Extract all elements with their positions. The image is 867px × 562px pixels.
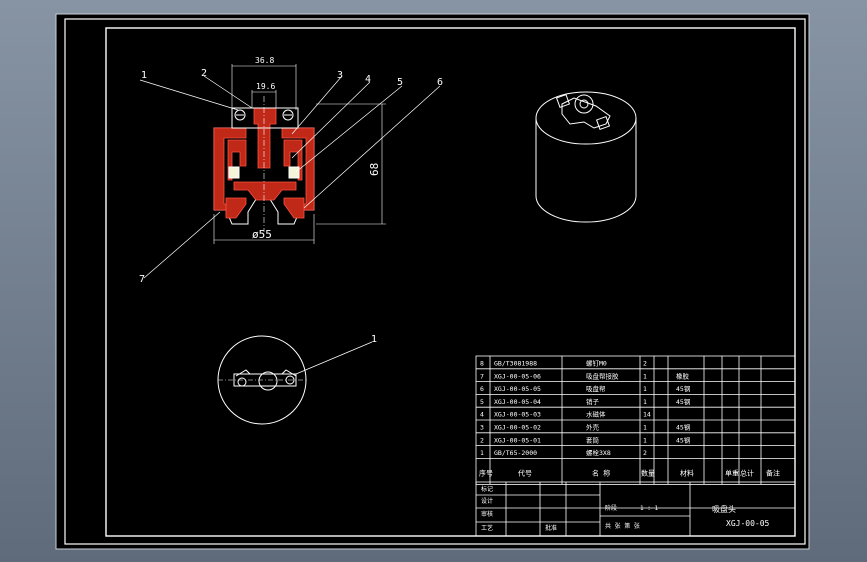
bom-header-no: 序号: [479, 468, 493, 477]
dim-width-top: 36.8: [255, 56, 274, 65]
title-block-labels: 标记 设计 审核 工艺 批准 阶段 1 : 1 共 张 第 张 吸盘头 XGJ-…: [481, 485, 770, 532]
bom-row-no: 8: [480, 360, 484, 368]
bom-row-code: XGJ-00-05-06: [494, 372, 541, 380]
bom-row-qty: 14: [643, 411, 651, 419]
dimension-labels: 36.8 19.6 68 ø55: [252, 56, 381, 241]
drawing-canvas: [55, 13, 810, 550]
bom-row-name: 吸盘帮: [586, 384, 606, 393]
bom-row-material: 45钢: [676, 424, 691, 432]
callout-7: 7: [139, 274, 145, 285]
bom-row-material: 橡胶: [676, 371, 690, 380]
dim-diameter: ø55: [252, 228, 272, 241]
dim-width-inner: 19.6: [256, 82, 275, 91]
bom-row-qty: 1: [643, 436, 647, 444]
callout-labels: 1 2 3 4 5 6 7: [139, 68, 443, 285]
dim-height: 68: [368, 163, 381, 176]
bom-row-code: GB/T3081988: [494, 360, 537, 368]
bom-row-material: 45钢: [676, 385, 691, 393]
tb-sheet: 共 张 第 张: [605, 522, 640, 530]
bom-header-name: 名 称: [592, 468, 610, 477]
bom-header-qty: 数量: [641, 468, 655, 477]
bom-row-no: 3: [480, 424, 484, 432]
bom-header-remark: 备注: [766, 468, 780, 477]
bom-header-code: 代号: [518, 468, 532, 477]
bom-row-material: 45钢: [676, 436, 691, 444]
section-view: [139, 64, 441, 279]
title-block: [475, 481, 796, 537]
bom-row-name: 螺钉M0: [586, 359, 607, 368]
callout-2: 2: [201, 68, 207, 79]
bom-row-qty: 2: [643, 449, 647, 457]
bom-header-total-weight: 总计: [740, 468, 754, 477]
bom-row-qty: 1: [643, 372, 647, 380]
bom-row-no: 4: [480, 411, 484, 419]
bom-row-qty: 2: [643, 360, 647, 368]
callout-5: 5: [397, 77, 403, 88]
tb-label-a: 标记: [481, 485, 493, 493]
bom-row-material: 45钢: [676, 398, 691, 406]
bom-row-name: 吸盘帮接胶: [586, 371, 619, 380]
screw-right: [282, 109, 294, 121]
bom-header-material: 材料: [680, 468, 694, 477]
bom-row-no: 1: [480, 449, 484, 457]
tb-label-e: 批准: [545, 524, 557, 532]
callout-1: 1: [141, 70, 147, 81]
callout-4: 4: [365, 74, 371, 85]
bom-row-code: XGJ-00-05-04: [494, 398, 541, 406]
bom-row-name: 套筒: [586, 435, 600, 444]
bom-header-unit-weight: 单重: [725, 468, 739, 477]
tb-label-d: 工艺: [481, 524, 493, 532]
tb-part-name: 吸盘头: [712, 504, 736, 514]
tb-label-b: 设计: [481, 497, 493, 505]
callout-6: 6: [437, 77, 443, 88]
screw-left: [234, 109, 246, 121]
bottom-view-callout: 1: [371, 334, 377, 345]
bom-row-no: 2: [480, 436, 484, 444]
bom-row-code: XGJ-00-05-03: [494, 411, 541, 419]
bom-row-qty: 1: [643, 385, 647, 393]
bom-row-no: 7: [480, 372, 484, 380]
bom-row-code: XGJ-00-05-02: [494, 424, 541, 432]
bom-row-no: 6: [480, 385, 484, 393]
bom-row-name: 外壳: [586, 423, 600, 432]
drawing-border: [64, 18, 806, 545]
bom-row-name: 水磁体: [586, 410, 606, 419]
tb-drawing-no: XGJ-00-05: [726, 519, 770, 528]
isometric-view: [535, 91, 637, 223]
tb-scale: 1 : 1: [640, 505, 658, 512]
tb-stage: 阶段: [605, 504, 617, 512]
bom-row-qty: 1: [643, 398, 647, 406]
bom-row-name: 销子: [586, 397, 600, 406]
bom-row-name: 螺栓3X8: [586, 448, 611, 457]
bom-row-code: XGJ-00-05-01: [494, 436, 541, 444]
bom-row-code: GB/T65-2000: [494, 449, 537, 457]
bom-row-no: 5: [480, 398, 484, 406]
bottom-view: [217, 335, 373, 425]
magnet-right: [288, 166, 300, 179]
magnet-left: [228, 166, 240, 179]
bom-row-code: XGJ-00-05-05: [494, 385, 541, 393]
bom-row-qty: 1: [643, 424, 647, 432]
tb-label-c: 审核: [481, 510, 493, 518]
bom-table: [475, 355, 796, 485]
drawing-frame: [105, 27, 796, 537]
callout-3: 3: [337, 70, 343, 81]
